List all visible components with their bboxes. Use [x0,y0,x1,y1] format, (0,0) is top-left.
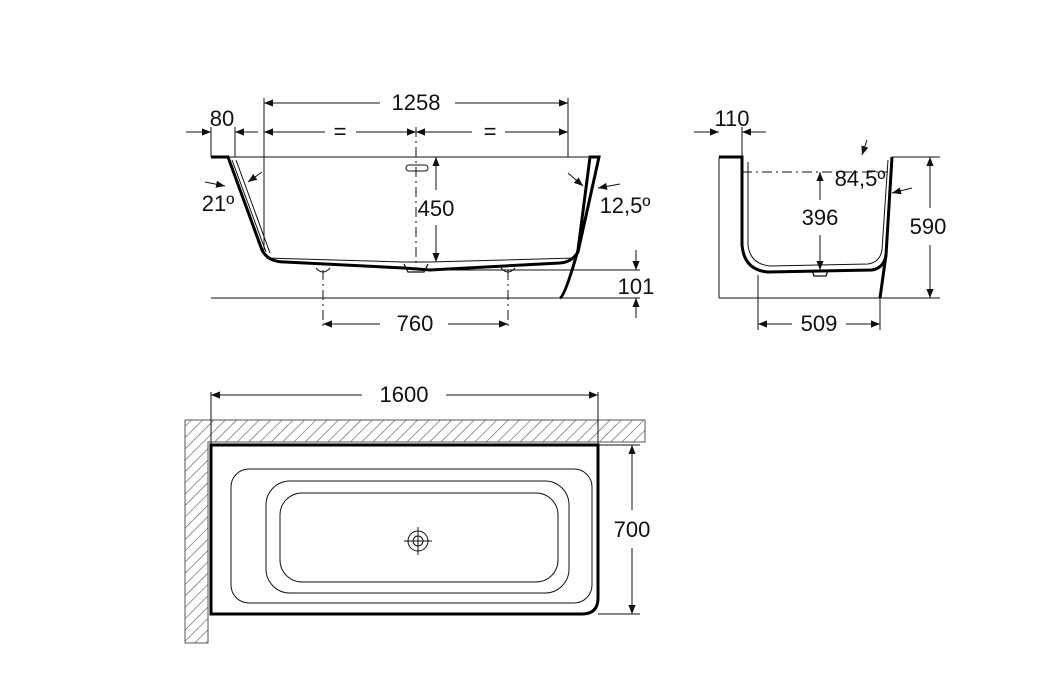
dim-text-angle-side: 84,5º [835,166,886,191]
wall-hatch [184,419,646,644]
plan-tub-basin-outer [265,480,570,594]
front-drain [403,263,429,273]
dim-text-1600: 1600 [380,382,429,407]
dim-text-700: 700 [614,517,651,542]
plan-tub-basin-inner [279,492,559,583]
dim-text-509: 509 [801,311,838,336]
dim-text-760: 760 [397,311,434,336]
dim-text-1258: 1258 [392,90,441,115]
plan-tub-rim [230,468,593,604]
dim-text-396: 396 [802,205,839,230]
dim-text-equal-left: = [334,119,347,144]
dim-text-angle-left: 21º [202,191,235,216]
dim-text-590: 590 [910,214,947,239]
dim-text-450: 450 [418,196,455,221]
dim-text-angle-right: 12,5º [600,193,651,218]
front-view: 1258 = = 80 21º 12,5º 450 101 760 [186,90,654,336]
dim-text-equal-right: = [484,119,497,144]
plan-drain-icon [404,527,432,555]
overflow-marker [405,164,429,172]
front-tub-outline [211,155,601,300]
dim-text-80: 80 [210,106,234,131]
dim-text-110: 110 [714,106,749,131]
dim-text-101: 101 [618,274,655,299]
plan-view: 1600 700 [184,382,651,644]
plan-tub-outline [209,443,600,616]
side-view: 110 84,5º 396 590 509 [694,106,946,336]
side-drain [811,269,829,277]
front-inner-line [228,156,590,263]
